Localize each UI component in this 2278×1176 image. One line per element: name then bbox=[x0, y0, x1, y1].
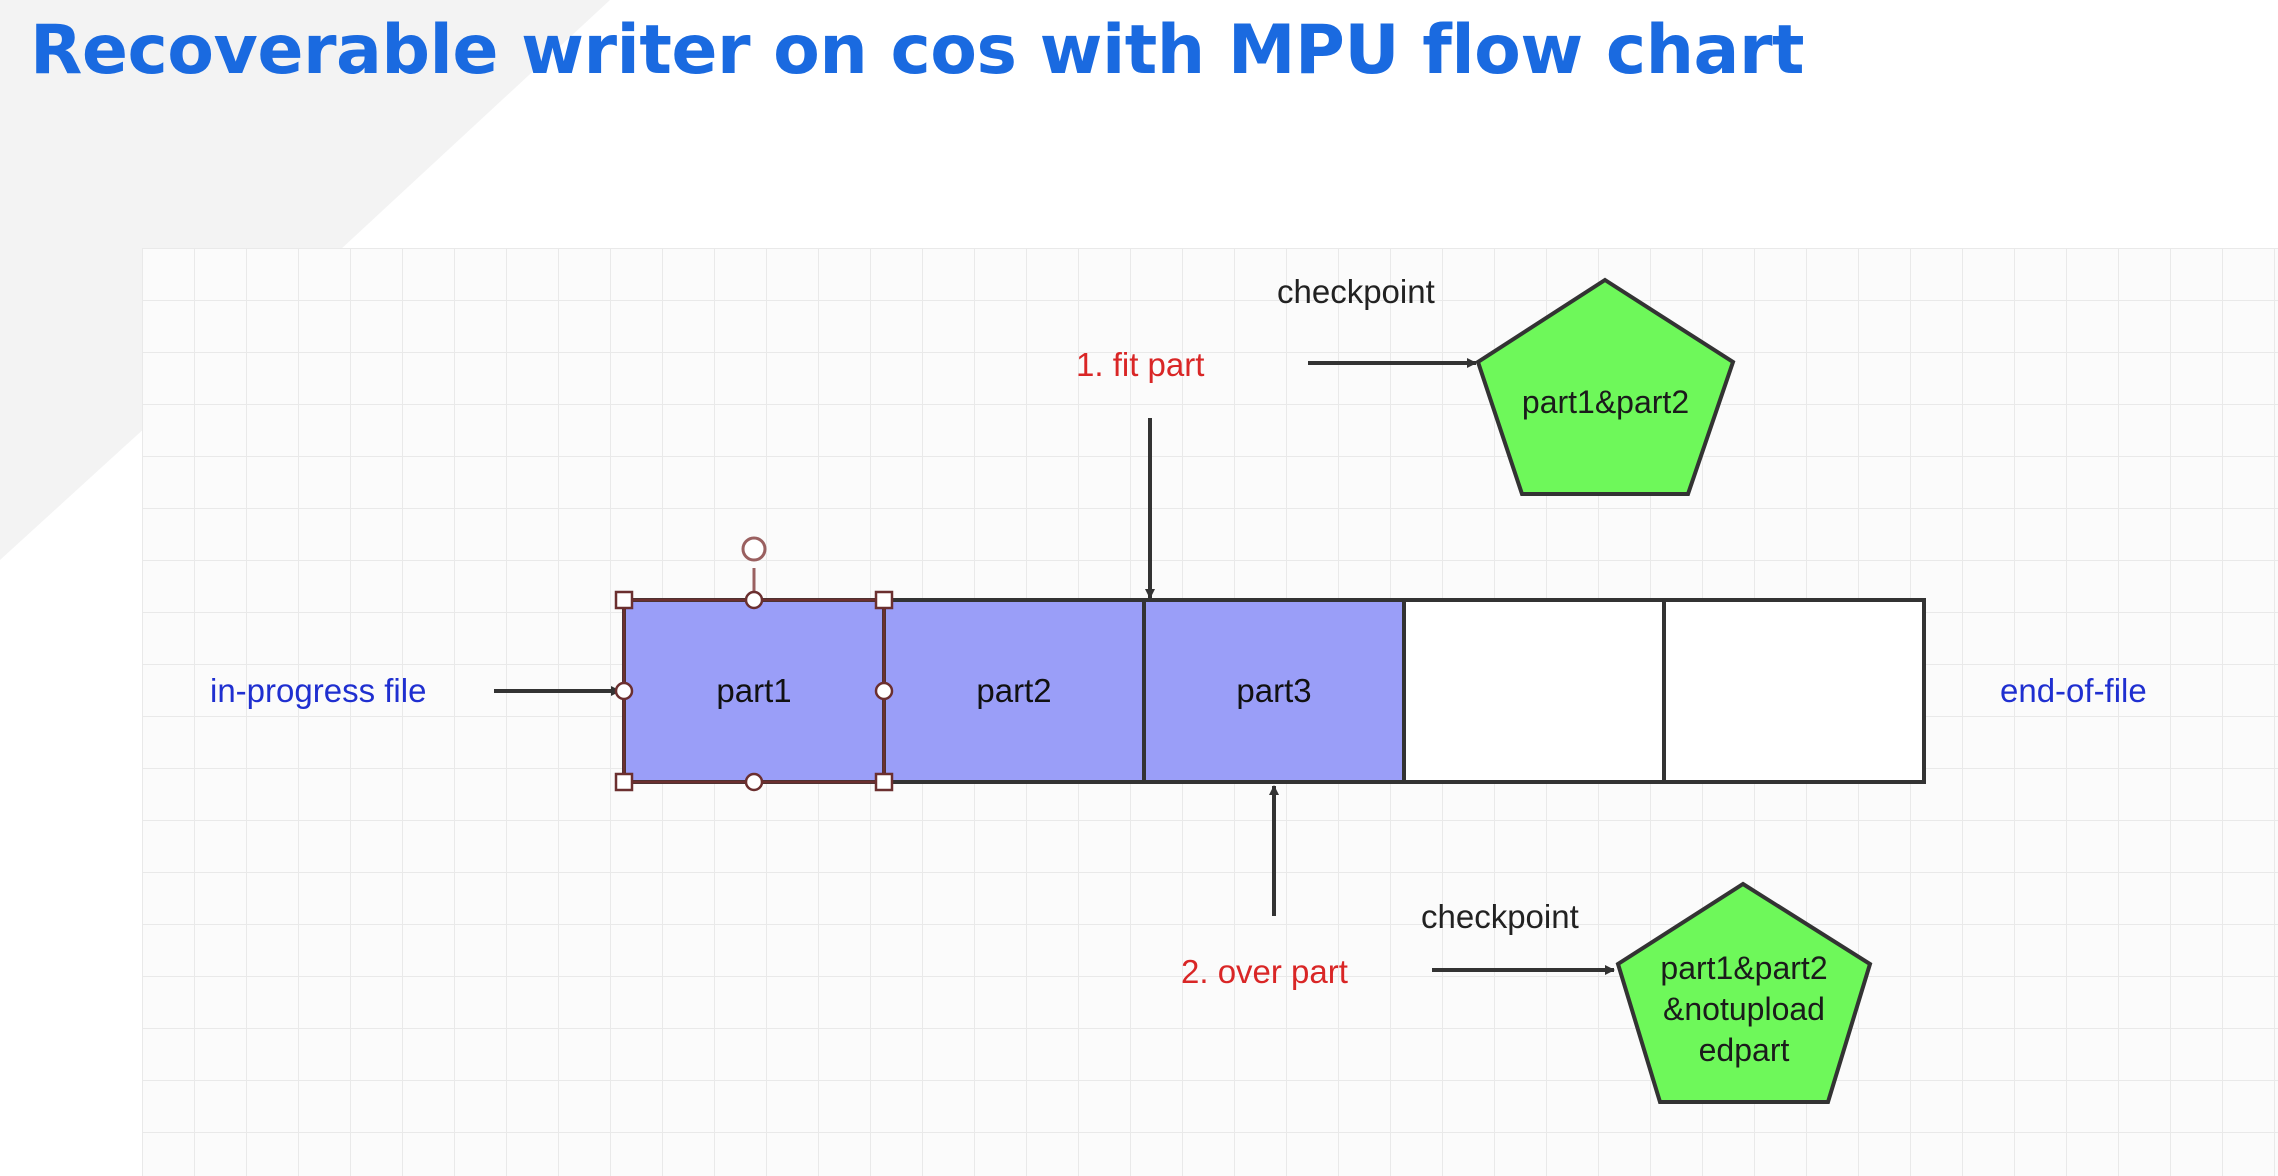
part2-cell[interactable] bbox=[882, 598, 1146, 784]
part5-label bbox=[1664, 600, 1924, 782]
resize-handle-left[interactable] bbox=[614, 681, 634, 701]
diagram-canvas bbox=[142, 248, 2278, 1176]
resize-handle-top[interactable] bbox=[744, 590, 764, 610]
empty-part4-cell[interactable] bbox=[1402, 598, 1666, 784]
resize-handle-bottom-right[interactable] bbox=[874, 772, 894, 792]
checkpoint1-content: part1&part2 bbox=[1521, 384, 1690, 420]
in-progress-file-label: in-progress file bbox=[210, 672, 427, 709]
checkpoint2-content: part1&part2 &notupload edpart bbox=[1660, 950, 1828, 1068]
resize-handle-top-right[interactable] bbox=[874, 590, 894, 610]
checkpoint2-label: checkpoint bbox=[1421, 898, 1579, 935]
part2-label: part2 bbox=[976, 672, 1052, 709]
resize-handle-bottom-left[interactable] bbox=[614, 772, 634, 792]
flow-chart: in-progress file end-of-file part1 part2… bbox=[142, 248, 2278, 1176]
end-of-file-label: end-of-file bbox=[2000, 672, 2147, 709]
step2-over-part-label: 2. over part bbox=[1181, 953, 1348, 990]
resize-handle-bottom[interactable] bbox=[744, 772, 764, 792]
part1-label: part1 bbox=[716, 672, 792, 709]
part3-cell[interactable] bbox=[1142, 598, 1406, 784]
resize-handle-right[interactable] bbox=[874, 681, 894, 701]
checkpoint1-pentagon[interactable] bbox=[1475, 277, 1736, 496]
part4-label bbox=[1404, 600, 1664, 782]
rotate-handle[interactable] bbox=[741, 536, 767, 562]
empty-part5-cell[interactable] bbox=[1662, 598, 1926, 784]
page-title: Recoverable writer on cos with MPU flow … bbox=[30, 11, 1805, 90]
checkpoint2-pentagon[interactable] bbox=[1615, 881, 1873, 1104]
part3-label: part3 bbox=[1236, 672, 1312, 709]
checkpoint1-label: checkpoint bbox=[1277, 273, 1435, 310]
resize-handle-top-left[interactable] bbox=[614, 590, 634, 610]
step1-fit-part-label: 1. fit part bbox=[1076, 346, 1205, 383]
